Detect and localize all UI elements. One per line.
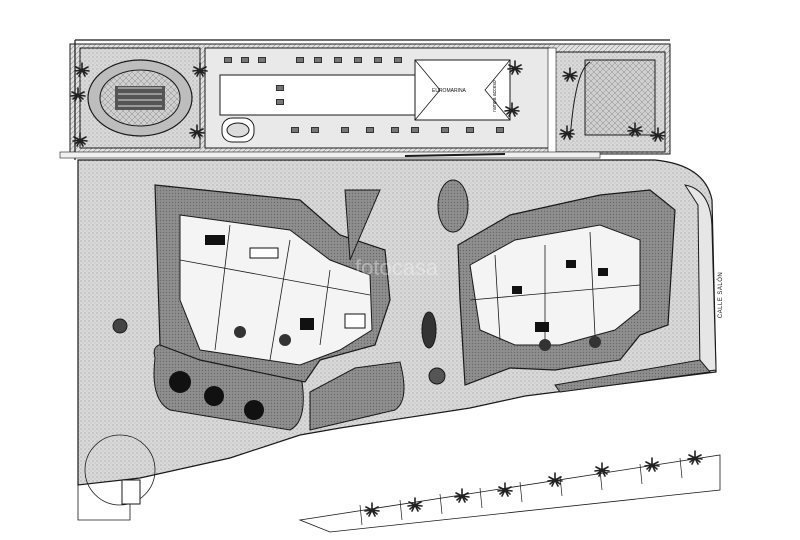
supermarket-label: EUROMARINA (432, 88, 467, 94)
top-commercial-strip: EUROMARINA rampa acceso (59, 39, 671, 160)
access-ramp-label: rampa acceso (492, 80, 498, 112)
central-driveway (344, 189, 381, 261)
right-edge-strip: CALLE SALÓN (554, 184, 724, 393)
building-a (154, 184, 391, 383)
roundabout-icon (79, 47, 201, 149)
lower-garden (309, 361, 405, 431)
watermark: fotocasa (355, 255, 439, 280)
building-b (457, 189, 676, 386)
street-name-label: CALLE SALÓN (717, 272, 724, 319)
pergola-icon (554, 51, 666, 153)
